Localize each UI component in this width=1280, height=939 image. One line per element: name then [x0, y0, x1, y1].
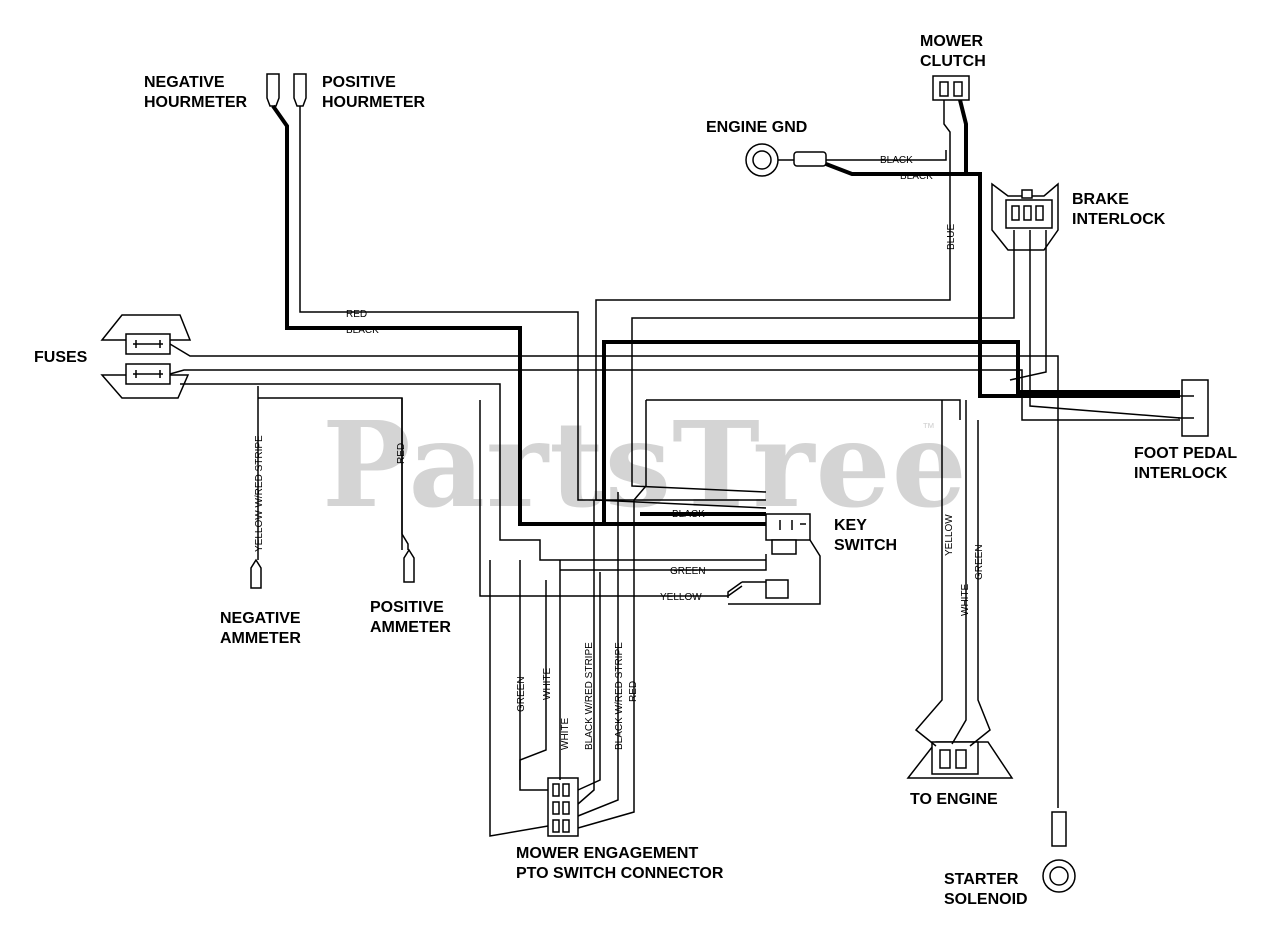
wire-label-yellow-right: YELLOW [944, 514, 955, 556]
wire-label-black-red-stripe-2: BLACK W/RED STRIPE [614, 642, 625, 750]
wire-label-black-key: BLACK [672, 509, 705, 520]
to-engine-connector [906, 741, 1014, 779]
label-key-switch: KEY SWITCH [834, 517, 898, 554]
mower-clutch-connector [932, 75, 970, 101]
label-to-engine: TO ENGINE [910, 791, 998, 808]
label-pto-switch-connector: MOWER ENGAGEMENT PTO SWITCH CONNECTOR [516, 845, 724, 882]
label-starter-solenoid: STARTER SOLENOID [944, 871, 1028, 908]
engine-ground-ring [745, 143, 827, 177]
fuse-holder [100, 314, 192, 399]
label-mower-clutch: MOWER CLUTCH [920, 33, 986, 70]
wire-label-green-key: GREEN [670, 566, 706, 577]
wire-label-yellow-key: YELLOW [660, 592, 702, 603]
label-negative-ammeter: NEGATIVE AMMETER [220, 610, 301, 647]
label-brake-interlock: BRAKE INTERLOCK [1072, 191, 1166, 228]
negative-hourmeter-connector [266, 73, 280, 107]
wire-label-black-gnd-1: BLACK [880, 155, 913, 166]
wires [169, 99, 1181, 837]
key-switch-body [765, 513, 811, 555]
wire-label-red-top: RED [346, 309, 367, 320]
pto-switch-connector [547, 777, 579, 837]
wire-label-yellow-red-stripe: YELLOW W/RED STRIPE [254, 435, 265, 552]
wire-label-black-red-stripe-1: BLACK W/RED STRIPE [584, 642, 595, 750]
trademark-mark: ™ [922, 420, 935, 435]
wire-label-white-right: WHITE [960, 583, 971, 616]
positive-ammeter-connector [403, 548, 415, 583]
wire-label-green-pto: GREEN [516, 676, 527, 712]
label-positive-ammeter: POSITIVE AMMETER [370, 599, 451, 636]
positive-hourmeter-connector [293, 73, 307, 107]
brake-interlock-switch [991, 182, 1059, 251]
foot-pedal-interlock-switch [1178, 379, 1209, 437]
label-engine-gnd: ENGINE GND [706, 119, 808, 136]
wire-label-black-top: BLACK [346, 325, 379, 336]
wire-label-white-pto-2: WHITE [560, 717, 571, 750]
wire-label-white-pto-1: WHITE [542, 667, 553, 700]
wire-label-red-ammeter: RED [396, 443, 407, 464]
label-negative-hourmeter: NEGATIVE HOURMETER [144, 74, 248, 111]
wire-label-red-pto: RED [628, 681, 639, 702]
wire-label-blue: BLUE [946, 224, 957, 250]
label-fuses: FUSES [34, 349, 88, 366]
wire-label-black-gnd-2: BLACK [900, 171, 933, 182]
label-foot-pedal-interlock: FOOT PEDAL INTERLOCK [1134, 445, 1238, 482]
starter-solenoid-ring [1042, 811, 1076, 893]
label-positive-hourmeter: POSITIVE HOURMETER [322, 74, 426, 111]
wire-label-green-right: GREEN [974, 544, 985, 580]
negative-ammeter-connector [250, 558, 262, 589]
wire-labels: RED BLACK BLACK BLACK BLUE YELLOW W/RED … [254, 155, 985, 750]
watermark: PartsTree [322, 395, 968, 534]
